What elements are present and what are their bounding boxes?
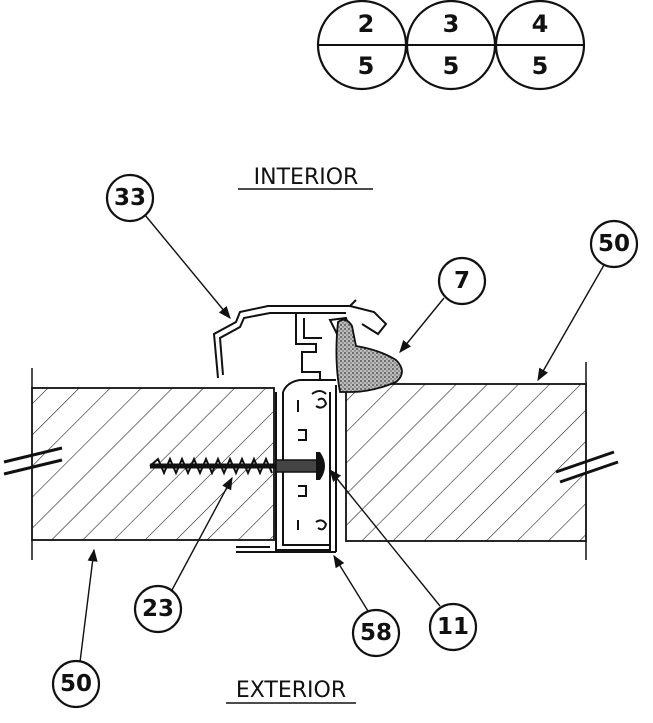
- callout-7: 7: [399, 256, 487, 353]
- reference-3-detail: 4: [532, 10, 549, 38]
- callout-58: 58: [333, 554, 401, 658]
- reference-2-sheet: 5: [443, 52, 460, 80]
- section-reference-group: 2 5 3 5 4 5: [316, 0, 586, 91]
- callout-11: 11: [329, 469, 478, 652]
- left-break-mark: [3, 446, 63, 476]
- callout-23-label: 23: [142, 596, 174, 622]
- interior-label: INTERIOR: [254, 165, 359, 190]
- callout-50-left-label: 50: [60, 671, 92, 697]
- reference-2-detail: 3: [443, 10, 460, 38]
- screw: [149, 452, 325, 480]
- reference-3-sheet: 5: [532, 52, 549, 80]
- callout-7-label: 7: [454, 268, 470, 294]
- section-reference-3: 4 5: [494, 0, 586, 91]
- section-reference-1: 2 5: [316, 0, 408, 91]
- right-break-mark: [555, 450, 619, 484]
- reference-1-detail: 2: [358, 10, 375, 38]
- callout-50-left: 50: [51, 548, 101, 709]
- snap-cap-profile: [212, 299, 388, 380]
- frame-profile: [236, 379, 337, 553]
- exterior-label: EXTERIOR: [236, 678, 346, 703]
- callout-23: 23: [133, 476, 233, 634]
- callout-11-label: 11: [437, 614, 469, 640]
- gasket: [335, 318, 403, 393]
- callout-50-right-label: 50: [598, 231, 630, 257]
- right-panel: [345, 362, 587, 560]
- callout-50-right: 50: [537, 219, 639, 382]
- callout-33: 33: [105, 173, 231, 319]
- reference-1-sheet: 5: [358, 52, 375, 80]
- section-reference-2: 3 5: [405, 0, 497, 91]
- callout-58-label: 58: [360, 620, 392, 646]
- callout-33-label: 33: [114, 185, 146, 211]
